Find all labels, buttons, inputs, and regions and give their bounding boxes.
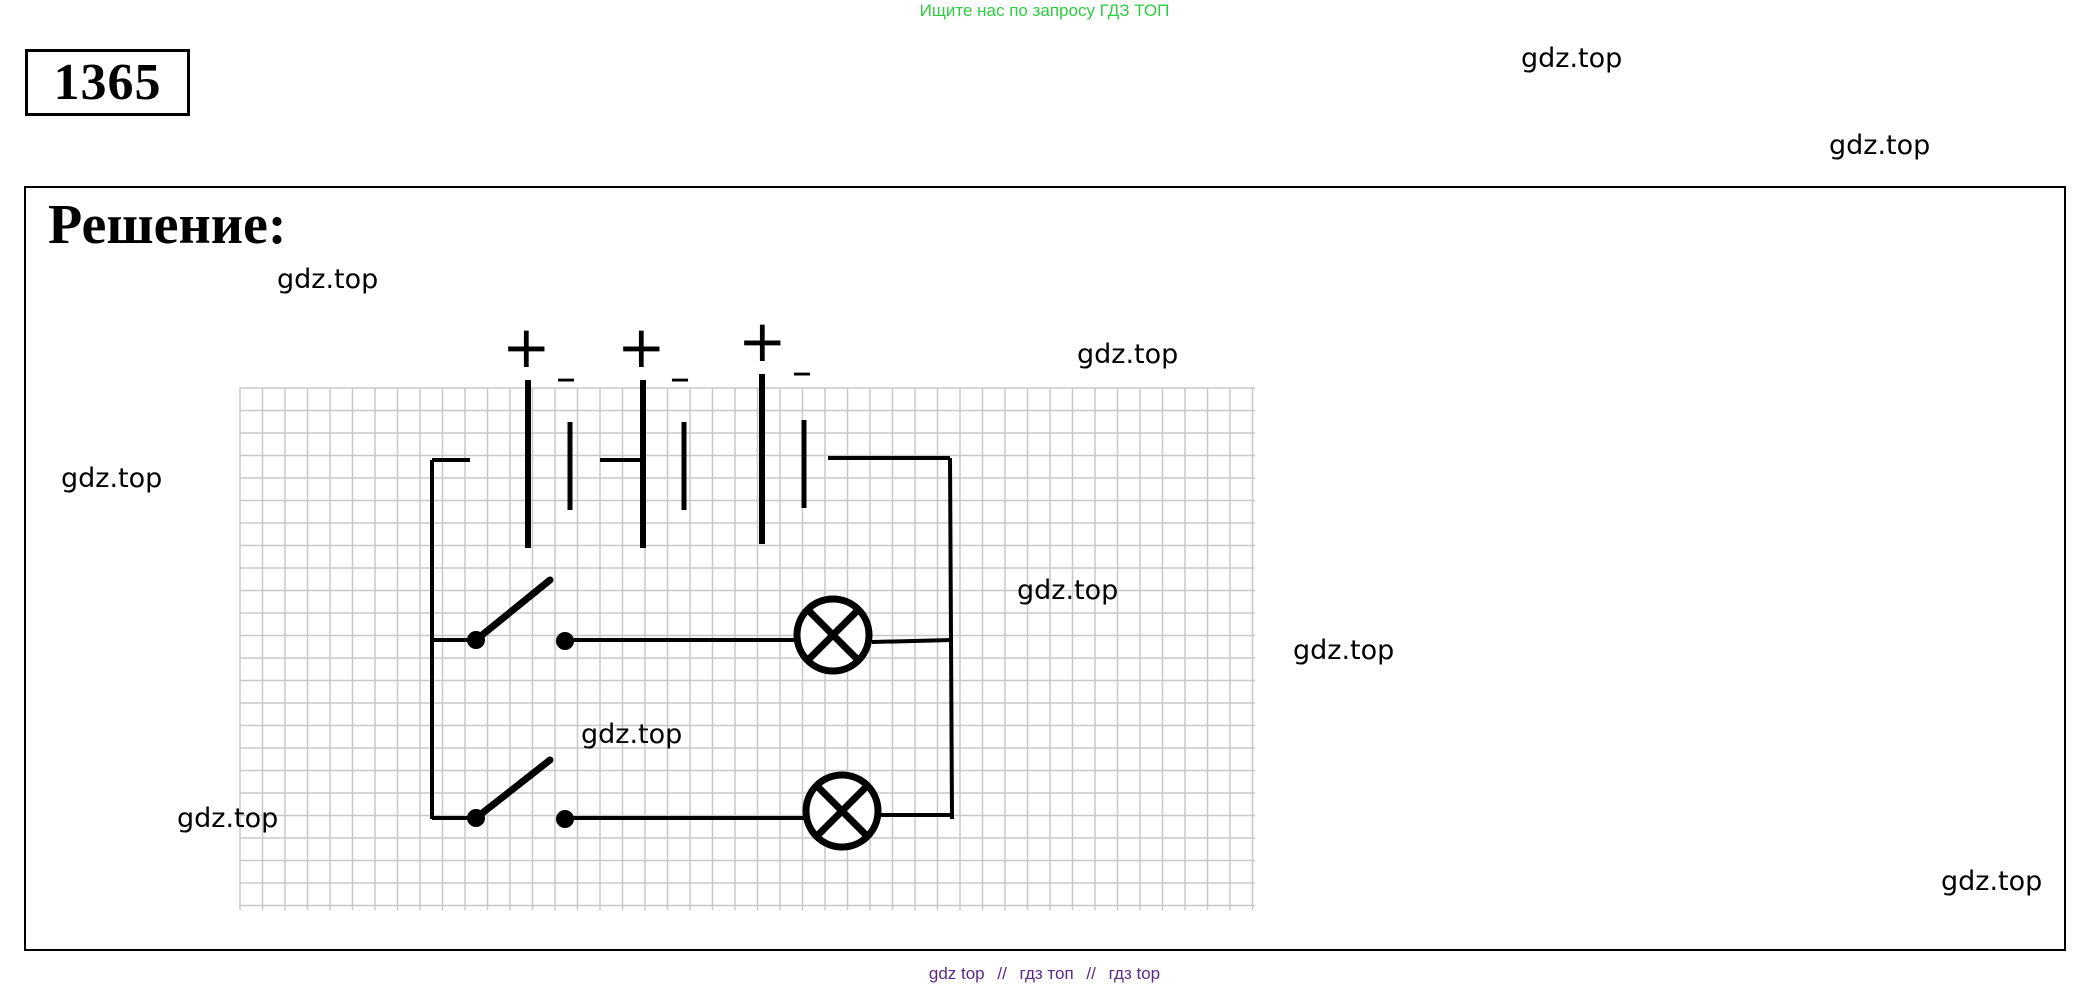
solution-title: Решение:: [48, 194, 287, 256]
footer-links: gdz top // гдз топ // гдз top: [0, 964, 2089, 984]
battery-cell-2: [640, 380, 687, 548]
watermark: gdz.top: [1941, 866, 2043, 897]
footer-link-gdz-top[interactable]: gdz top: [928, 964, 985, 983]
footer-link-gdz-top-ru[interactable]: гдз топ: [1019, 964, 1074, 983]
switch-2[interactable]: [467, 756, 574, 828]
battery-plus-2: +: [617, 313, 666, 381]
battery-minus-1: –: [556, 355, 576, 401]
watermark: gdz.top: [61, 463, 163, 494]
battery-plus-1: +: [502, 313, 551, 381]
battery-cell-1: [525, 380, 573, 548]
watermark: gdz.top: [1293, 635, 1395, 666]
watermark: gdz.top: [1829, 130, 1931, 161]
lamp-1: [793, 595, 873, 675]
switch-1[interactable]: [467, 576, 574, 650]
solution-box: [24, 186, 2066, 951]
footer-separator: //: [1086, 964, 1096, 983]
graph-paper-grid: [239, 387, 1255, 910]
lamp-2: [802, 771, 882, 851]
watermark: gdz.top: [177, 803, 279, 834]
battery-cell-3: [759, 374, 807, 544]
footer-link-gdz-top-mixed[interactable]: гдз top: [1108, 964, 1161, 983]
battery-minus-2: –: [670, 355, 690, 401]
watermark: gdz.top: [277, 264, 379, 295]
circuit-wires: [430, 456, 954, 820]
task-number: 1365: [25, 49, 190, 116]
footer-separator: //: [997, 964, 1007, 983]
battery-minus-3: –: [792, 349, 812, 395]
watermark: gdz.top: [1521, 43, 1623, 74]
watermark: gdz.top: [581, 719, 683, 750]
watermark: gdz.top: [1017, 575, 1119, 606]
top-banner[interactable]: Ищите нас по запросу ГДЗ ТОП: [919, 1, 1170, 20]
watermark: gdz.top: [1077, 339, 1179, 370]
battery-plus-3: +: [738, 307, 787, 375]
